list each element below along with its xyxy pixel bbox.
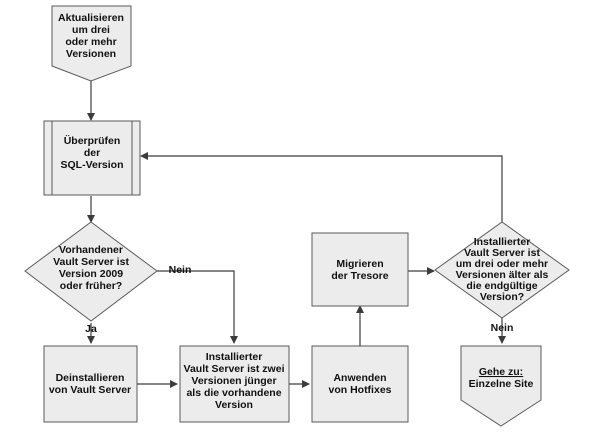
node-text-line: Anwenden bbox=[333, 372, 386, 384]
node-text-line: Version bbox=[215, 399, 253, 411]
node-text-line: von Hotfixes bbox=[328, 384, 391, 396]
edge-label-nein-1: Nein bbox=[169, 264, 192, 276]
edge-label-nein-2: Nein bbox=[491, 322, 514, 334]
node-text-line: als die vorhandene bbox=[186, 387, 281, 399]
node-text-line: Versionen jünger bbox=[191, 375, 276, 387]
node-text-line: Vault Server ist bbox=[464, 247, 540, 259]
node-text-line: um drei oder mehr bbox=[456, 258, 548, 270]
node-goto: Gehe zu:Einzelne Site bbox=[460, 345, 542, 427]
node-text-line: Installierter bbox=[474, 236, 531, 248]
node-text-line: von Vault Server bbox=[49, 384, 131, 396]
node-text-line: die endgültige bbox=[466, 280, 537, 292]
node-text-line: Versionen älter als bbox=[456, 269, 549, 281]
node-text-line: Versionen bbox=[66, 48, 116, 60]
node-goto-text: Gehe zu:Einzelne Site bbox=[469, 366, 534, 390]
node-text-line: Überprüfen bbox=[64, 134, 121, 147]
edge-loop-to-check bbox=[140, 152, 503, 222]
node-text-line: Version? bbox=[480, 291, 524, 303]
node-text-line: oder mehr bbox=[65, 36, 116, 48]
node-text-line: Gehe zu: bbox=[479, 366, 523, 378]
node-text-line: Vorhandener bbox=[59, 244, 123, 256]
node-text-line: um drei bbox=[72, 24, 110, 36]
node-text-line: Migrieren bbox=[336, 258, 383, 270]
node-text-line: Installierter bbox=[206, 351, 263, 363]
node-text-line: der Tresore bbox=[331, 270, 388, 282]
node-text-line: Aktualisieren bbox=[58, 12, 124, 24]
edge-label-ja: Ja bbox=[85, 323, 97, 335]
node-text-line: Vault Server ist zwei bbox=[184, 363, 285, 375]
node-text-line: Einzelne Site bbox=[469, 378, 534, 390]
connectors bbox=[87, 81, 506, 388]
node-text-line: oder früher? bbox=[60, 280, 122, 292]
edge-nein-1 bbox=[157, 270, 238, 344]
node-text-line: der bbox=[84, 147, 100, 159]
node-text-line: Version 2009 bbox=[59, 268, 123, 280]
node-text-line: SQL-Version bbox=[60, 159, 123, 171]
node-text-line: Vault Server ist bbox=[53, 256, 129, 268]
node-text-line: Deinstallieren bbox=[56, 372, 125, 384]
